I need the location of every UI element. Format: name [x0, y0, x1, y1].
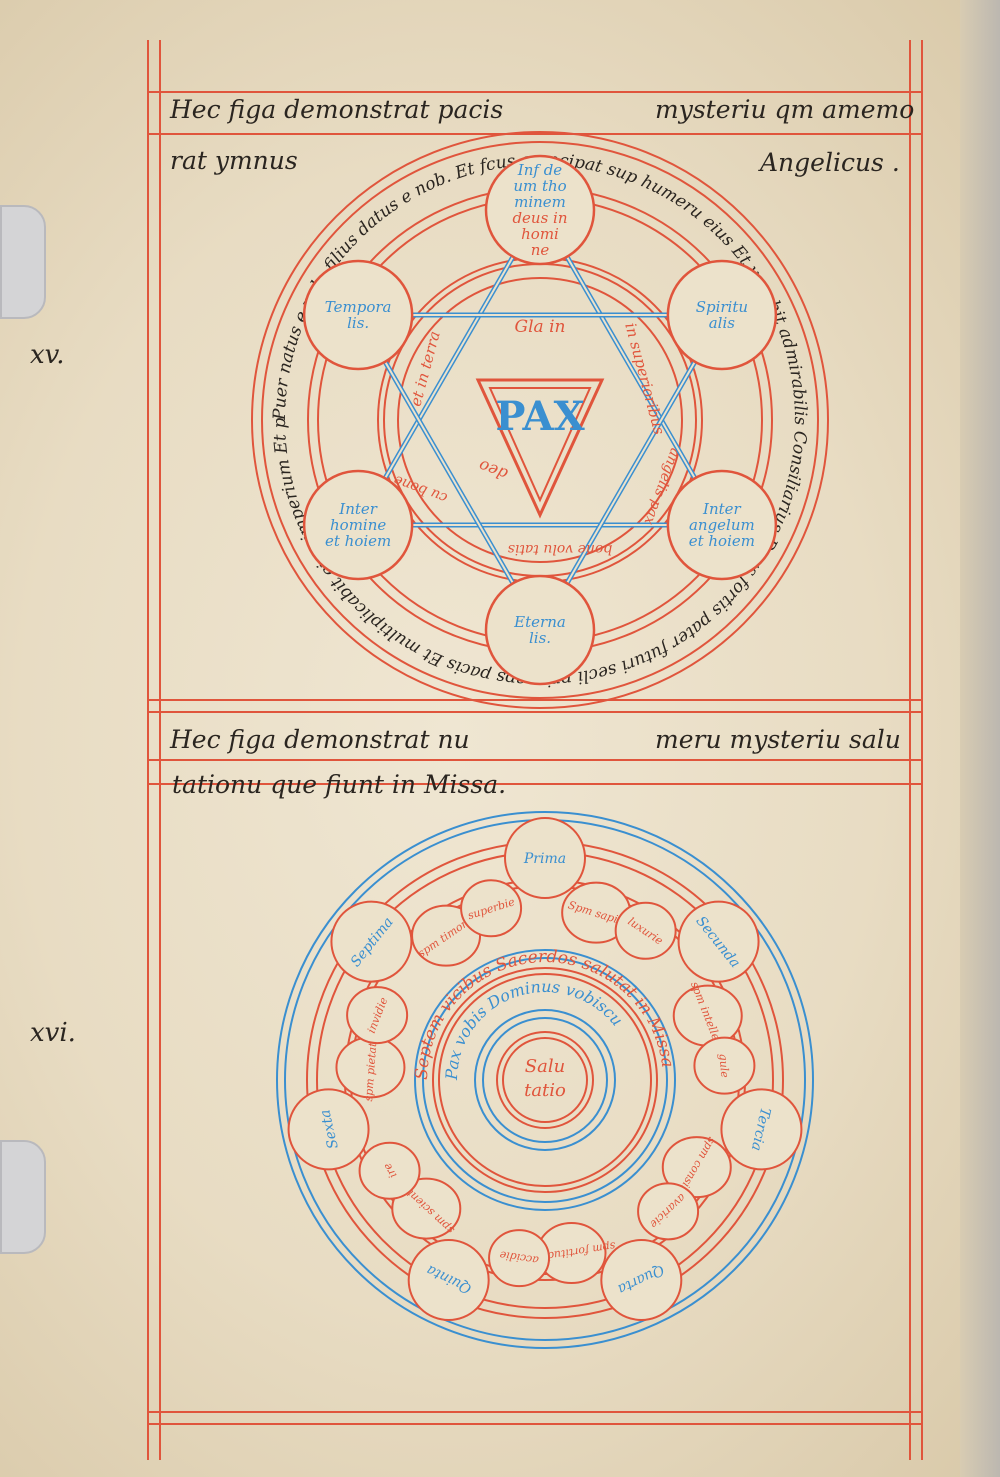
- figure2-caption-left: Hec figa demonstrat nu: [170, 725, 470, 754]
- figure1-circle-text: Inter: [338, 500, 377, 518]
- figure2-gift-label: spm pietatis: [362, 1033, 380, 1102]
- figure1-circle-text: deus in: [512, 209, 567, 227]
- figure1-circle-lower-left: [302, 469, 414, 581]
- figure2-vice-circle: [693, 1036, 756, 1095]
- figure1-circle-text: homi: [521, 225, 559, 243]
- figure2-caption-right: meru mysteriu salu: [655, 725, 901, 754]
- figure2-ring: [502, 1037, 588, 1123]
- figure1-circle-lower-right: [666, 469, 778, 581]
- figure1-circle-bottom: [484, 574, 596, 686]
- hexagram-line-inner: [539, 314, 723, 631]
- margin-numeral-xv: xv.: [30, 340, 65, 370]
- figure2-ring: [474, 1009, 616, 1151]
- figure1-circle-text: et hoiem: [689, 532, 755, 550]
- figure1-circle-text: lis.: [529, 629, 551, 647]
- inner-label-right: in superioribus: [621, 321, 668, 437]
- center-pax: PAX: [495, 393, 584, 440]
- inner-label-left: et in terra: [407, 329, 444, 408]
- figure2-ring: [438, 973, 652, 1187]
- inner-label-bottom: bone volu tatis: [508, 541, 613, 557]
- figure1-circle-text: angelum: [689, 516, 755, 534]
- figure2-ring: [422, 957, 668, 1203]
- figure1-circle-text: Inf de: [517, 161, 563, 179]
- figure2-outer-circle: [720, 1088, 803, 1171]
- figure2-outer-circle: [504, 817, 586, 899]
- figure1-circle-top: [484, 154, 596, 266]
- figure2-outer-label: Prima: [523, 851, 566, 867]
- figure1-caption-line2-left: rat ymnus: [170, 146, 298, 175]
- figure1-caption-right: mysteriu qm amemo: [655, 95, 915, 124]
- figure2-ring: [276, 811, 814, 1349]
- hexagram-line-inner: [357, 209, 541, 526]
- figure2-outer-circle: [600, 1239, 683, 1322]
- figure1-circle-text: lis.: [347, 314, 369, 332]
- figure2-gift-circle: [391, 1177, 462, 1240]
- figure2-outer-circle: [407, 1239, 490, 1322]
- inner-label-deo: deo: [476, 456, 510, 484]
- figure2-vice-label: gule: [716, 1053, 731, 1079]
- figure1-circle-upper-left: [302, 259, 414, 371]
- figure2-vice-circle: [358, 1141, 421, 1200]
- figure1-circle-upper-right: [666, 259, 778, 371]
- figure2-vice-circle: [614, 901, 677, 960]
- figure1-circle-text: Spiritu: [696, 298, 748, 316]
- figure1-circle-text: Tempora: [325, 298, 392, 316]
- figure1-circle-text: minem: [514, 193, 566, 211]
- figure2-outer-circle: [287, 1088, 370, 1171]
- figure2-center-line2: tatio: [524, 1080, 566, 1101]
- figure2-outer-circle: [677, 900, 760, 983]
- hexagram-line-inner: [539, 209, 723, 526]
- binding-clip-bottom: [0, 1140, 46, 1254]
- figure1-circle-text: Inter: [702, 500, 741, 518]
- figure2-ring: [414, 949, 676, 1211]
- figure2-vice-label: accidie: [498, 1248, 539, 1267]
- figure2-ring: [482, 1017, 608, 1143]
- figure2-gift-circle: [661, 1136, 732, 1199]
- figure1-ring: [397, 277, 683, 563]
- figure2-vice-circle: [346, 986, 409, 1045]
- inner-label-top: Gla in: [515, 317, 566, 337]
- figure2-vice-circle: [637, 1182, 700, 1241]
- figure1-circle-text: et hoiem: [325, 532, 391, 550]
- figure2-ring: [432, 967, 658, 1193]
- figure1-ring: [261, 141, 819, 699]
- figure2-ring: [496, 1031, 594, 1129]
- figure1-caption-line2-right: Angelicus .: [760, 148, 900, 177]
- inner-triangle-2: [488, 387, 592, 503]
- figure2-outer-circle: [330, 900, 413, 983]
- figure1-ring: [251, 131, 829, 709]
- figure2-caption-line2: tationu que fiunt in Missa.: [172, 770, 507, 799]
- figure2-center-line1: Salu: [525, 1056, 565, 1077]
- figure1-circle-text: um tho: [513, 177, 566, 195]
- figure1-circle-text: homine: [330, 516, 386, 534]
- margin-numeral-xvi: xvi.: [30, 1018, 76, 1048]
- ruling-frame: [147, 40, 923, 1460]
- figure1-circle-text: ne: [531, 241, 550, 259]
- hexagram-line-inner: [357, 314, 541, 631]
- figure1-caption-left: Hec figa demonstrat pacis: [170, 95, 504, 124]
- figure1-circle-text: Eterna: [513, 613, 566, 631]
- figure2-vice-circle: [460, 879, 523, 938]
- page-edge: [960, 0, 1000, 1477]
- inner-triangle: [475, 378, 605, 519]
- figure1-circle-text: alis: [709, 314, 736, 332]
- figure2-vice-circle: [488, 1229, 551, 1288]
- binding-clip-top: [0, 205, 46, 319]
